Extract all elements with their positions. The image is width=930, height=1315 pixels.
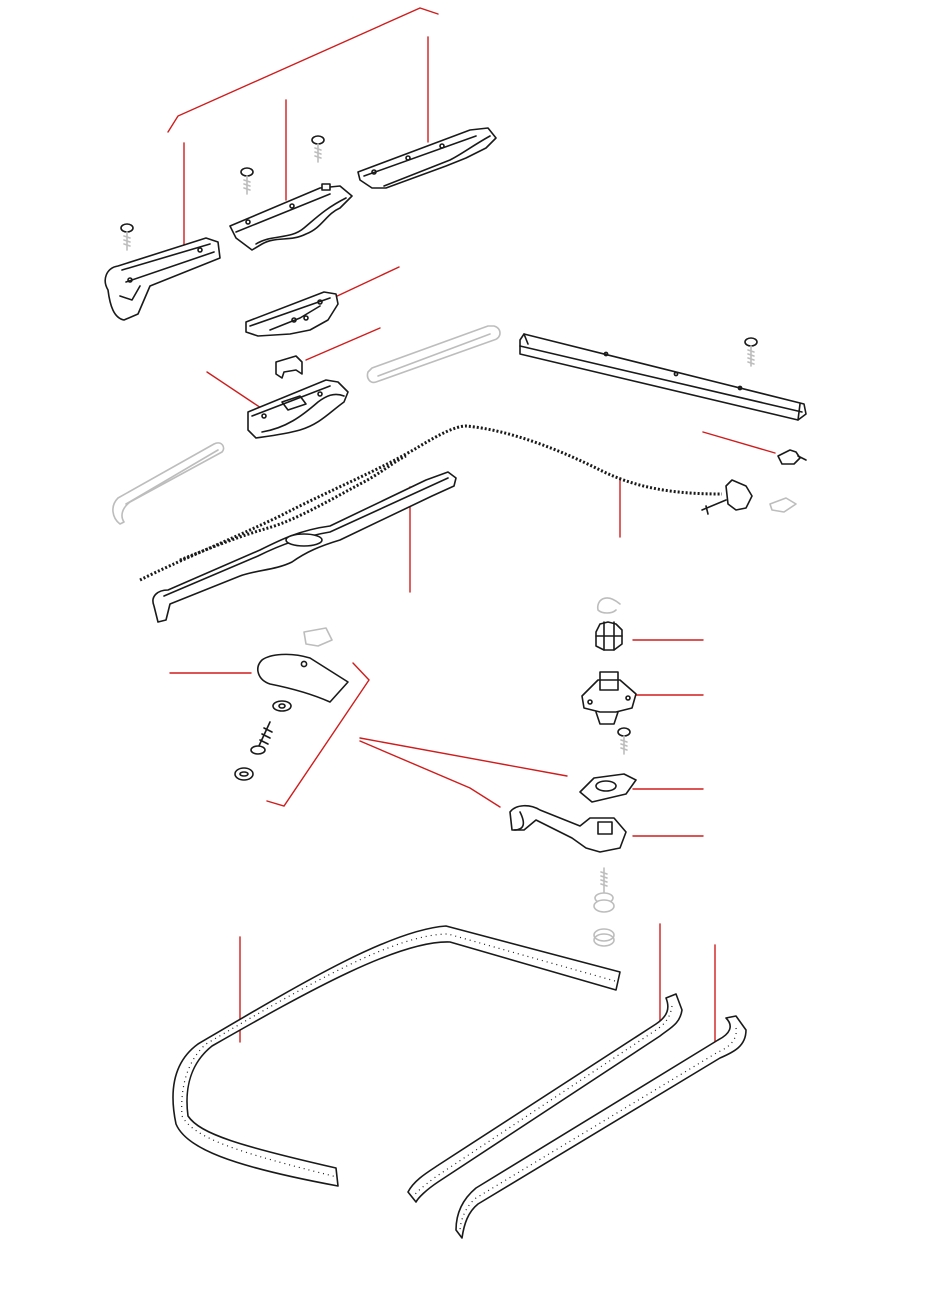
slider-carrier bbox=[245, 291, 339, 337]
leader-rail-group-bracket bbox=[167, 7, 439, 133]
rear-seal-strip bbox=[455, 1015, 747, 1239]
leader-push-pin bbox=[702, 431, 776, 454]
ghost-links bbox=[112, 325, 797, 525]
plain-washer bbox=[272, 700, 292, 712]
front-guide-rail bbox=[104, 237, 221, 321]
slider-shoe bbox=[247, 379, 349, 439]
cable-guide-channel bbox=[152, 471, 457, 623]
screw-icon bbox=[593, 867, 615, 913]
side-seal-strip bbox=[407, 993, 683, 1203]
leader-slider-shoe bbox=[206, 371, 265, 411]
slider-clip bbox=[275, 355, 303, 379]
screw-icon bbox=[311, 135, 325, 163]
winding-mechanism bbox=[509, 597, 637, 853]
screw-icon bbox=[744, 337, 758, 367]
gearbox-housing bbox=[581, 671, 637, 725]
leader-slider-clip bbox=[305, 327, 381, 361]
spring-washer bbox=[234, 767, 254, 781]
drive-pinion bbox=[595, 621, 623, 651]
leader-handle-gasket-a bbox=[359, 737, 568, 777]
push-pin-fastener bbox=[777, 449, 807, 465]
screw-icon bbox=[240, 167, 254, 195]
wind-deflector-plate bbox=[257, 653, 349, 703]
front-seal-strip bbox=[172, 925, 621, 1187]
leader-slider-carrier bbox=[332, 266, 400, 299]
deflector-hardware bbox=[234, 627, 349, 781]
small-clip bbox=[769, 497, 797, 513]
leader-lines bbox=[167, 7, 776, 1046]
winding-handle bbox=[509, 804, 627, 853]
retaining-clip bbox=[303, 627, 333, 647]
screw-icon bbox=[120, 223, 134, 251]
rear-link-bar bbox=[366, 325, 501, 384]
leader-winding-handle-a bbox=[359, 740, 501, 808]
rear-cross-rail bbox=[519, 333, 807, 421]
rear-guide-rail bbox=[357, 127, 497, 189]
front-link-bar bbox=[112, 442, 225, 525]
circlip bbox=[596, 597, 621, 614]
handle-gasket bbox=[579, 773, 637, 803]
leader-deflector-hardware-bracket bbox=[266, 662, 370, 807]
spring-washer-icon bbox=[593, 928, 615, 947]
screw-icon bbox=[250, 721, 273, 755]
screws bbox=[120, 135, 758, 947]
drive-cable-assembly bbox=[139, 424, 753, 582]
middle-guide-rail bbox=[229, 183, 353, 251]
screw-icon bbox=[617, 727, 631, 755]
